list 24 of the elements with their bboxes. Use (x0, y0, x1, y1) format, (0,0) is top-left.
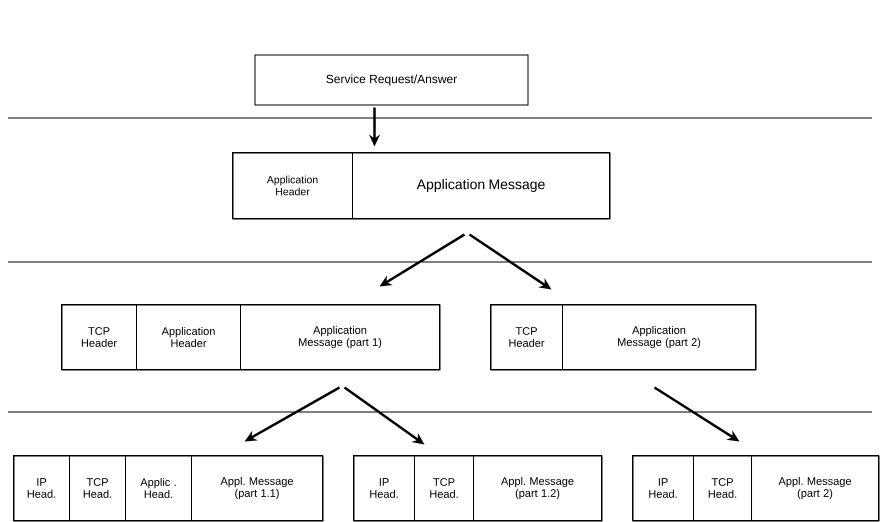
packet-box (62, 304, 440, 370)
packet-field: Applic . Head. (125, 455, 192, 521)
packet-box (632, 456, 880, 522)
packet-field: Appl. Message (part 2) (751, 455, 880, 521)
packet-field: Application Header (232, 152, 353, 219)
packet-field: TCP Header (61, 304, 137, 370)
packet-field: TCP Head. (69, 455, 126, 521)
packet-field: IP Head. (632, 455, 694, 521)
packet-field: Appl. Message (part 1.1) (191, 455, 323, 521)
packet-field: IP Head. (13, 455, 70, 521)
packet-box (490, 304, 756, 370)
packet-field: Application Message (352, 152, 610, 219)
packet-field: Application Header (136, 304, 241, 370)
packet-box (14, 456, 324, 522)
packet-field: Application Message (part 1) (240, 304, 440, 370)
packet-field: TCP Head. (693, 455, 752, 521)
packet-field: IP Head. (353, 455, 415, 521)
packet-field: TCP Header (490, 304, 563, 370)
process-box: Service Request/Answer (254, 54, 528, 106)
packet-box (354, 456, 602, 522)
packet-field: Application Message (part 2) (562, 304, 756, 370)
packet-field: TCP Head. (414, 455, 474, 521)
packet-box (232, 152, 610, 220)
packet-field: Appl. Message (part 1.2) (473, 455, 602, 521)
